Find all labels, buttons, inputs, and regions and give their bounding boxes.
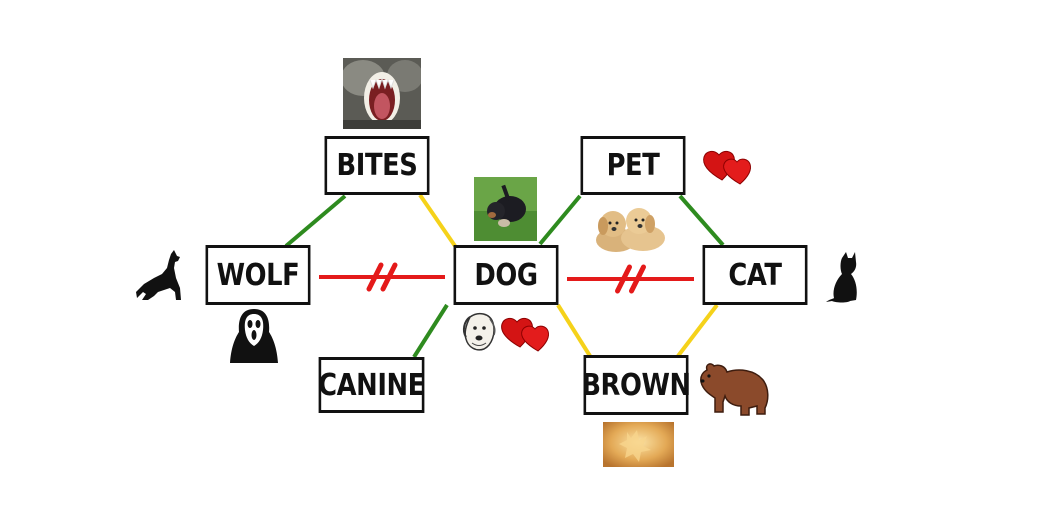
- hearts-icon: [703, 150, 751, 185]
- node-bites: BITES: [324, 136, 430, 195]
- brown-bear-icon: [700, 363, 769, 416]
- two-puppies-photo-icon: [591, 204, 673, 254]
- node-cat: CAT: [702, 245, 808, 305]
- negation-slash: [380, 262, 398, 292]
- dog-sketch-icon: [462, 312, 496, 351]
- edge-wolf-bites: [284, 194, 347, 248]
- edge-pet-cat: [678, 194, 725, 247]
- negation-slash: [629, 264, 646, 294]
- edge-dog-brown: [556, 303, 592, 358]
- snarling-mouth-photo-icon: [343, 58, 421, 129]
- edge-dog-pet: [538, 194, 582, 246]
- negation-slash: [615, 264, 632, 294]
- hearts-icon: [501, 317, 549, 352]
- node-brown: BROWN: [581, 355, 691, 415]
- puppy-on-grass-photo-icon: [474, 177, 537, 241]
- edge-bites-dog: [418, 193, 457, 248]
- howling-wolf-icon: [136, 250, 181, 300]
- autumn-leaf-photo-icon: [603, 422, 674, 467]
- node-canine: CANINE: [318, 357, 425, 413]
- node-pet: PET: [580, 136, 686, 195]
- edge-dog-canine: [412, 303, 449, 359]
- negation-slash: [366, 262, 384, 292]
- ghost-mask-icon: [230, 309, 278, 363]
- sitting-cat-icon: [826, 252, 857, 303]
- node-dog: DOG: [453, 245, 559, 305]
- node-wolf: WOLF: [205, 245, 311, 305]
- edge-brown-cat: [676, 303, 719, 358]
